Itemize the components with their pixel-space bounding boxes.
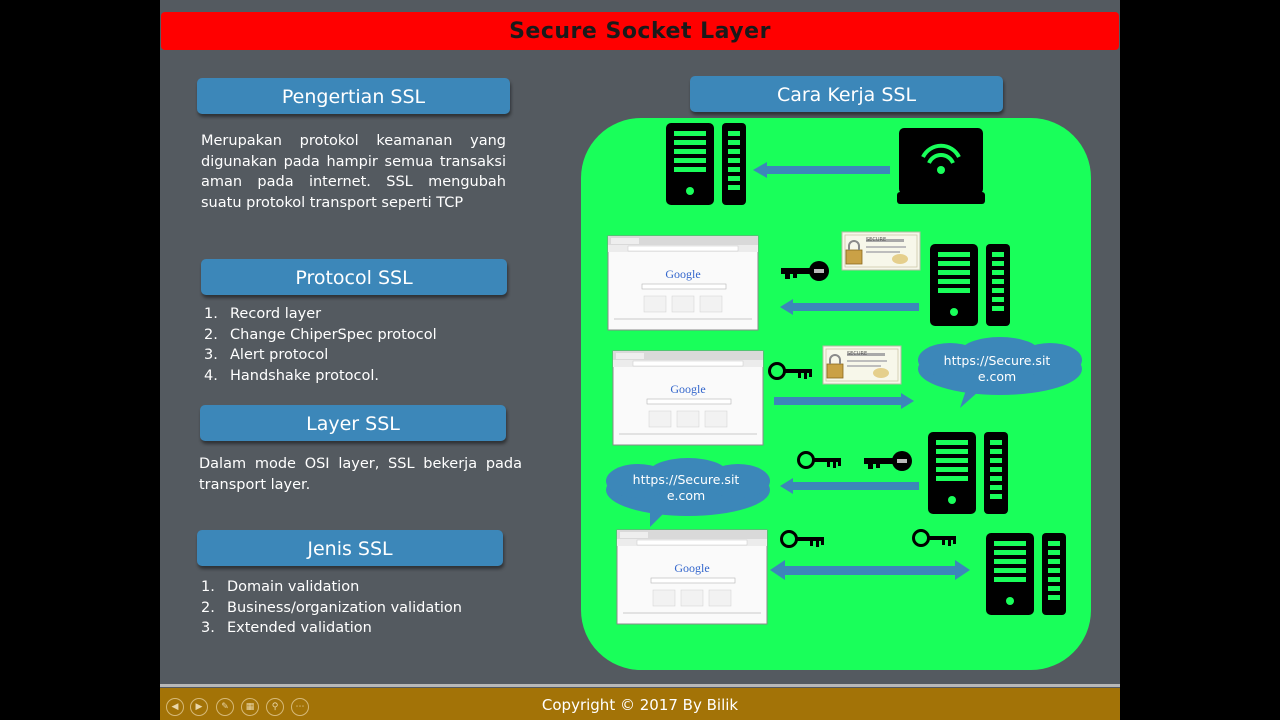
key-icon — [781, 261, 829, 281]
more-icon[interactable]: ⋯ — [291, 698, 309, 716]
previous-icon[interactable]: ◀ — [166, 698, 184, 716]
speech-cloud-icon — [606, 458, 770, 527]
slide-title: Secure Socket Layer — [161, 12, 1119, 50]
svg-text:SECURE: SECURE — [847, 351, 867, 357]
list-item: 2.Change ChiperSpec protocol — [204, 326, 437, 343]
pengertian-text: Merupakan protokol keamanan yang digunak… — [201, 133, 506, 211]
svg-text:Google: Google — [674, 561, 709, 575]
protocol-heading: Protocol SSL — [201, 259, 507, 295]
jenis-list: 1.Domain validation 2.Business/organizat… — [201, 577, 462, 639]
copyright-text: Copyright © 2017 By Bilik — [541, 696, 739, 714]
server-icon — [986, 533, 1066, 615]
key-icon — [768, 362, 814, 381]
browser-window-icon: Google — [612, 350, 764, 446]
svg-text:SECURE: SECURE — [866, 237, 886, 243]
footer-bar: Copyright © 2017 By Bilik ◀ ▶ ✎ ▦ ⚲ ⋯ — [160, 688, 1120, 720]
certificate-icon: SECURE — [841, 231, 921, 271]
server-icon — [930, 244, 1010, 326]
browser-window-icon: Google — [616, 529, 768, 625]
server-icon — [928, 432, 1008, 514]
footer-divider — [160, 684, 1120, 687]
slide: Secure Socket Layer Pengertian SSL Merup… — [160, 0, 1120, 720]
pen-icon[interactable]: ✎ — [216, 698, 234, 716]
svg-text:Google: Google — [665, 267, 700, 281]
slides-icon[interactable]: ▦ — [241, 698, 259, 716]
arrow-icon — [753, 162, 890, 178]
list-item: 3.Alert protocol — [204, 347, 329, 363]
laptop-wifi-icon — [897, 128, 985, 204]
key-icon — [864, 451, 912, 471]
certificate-icon: SECURE — [822, 345, 902, 385]
layer-heading: Layer SSL — [200, 405, 506, 441]
jenis-heading: Jenis SSL — [197, 530, 503, 566]
pengertian-heading: Pengertian SSL — [197, 78, 510, 114]
browser-window-icon: Google — [607, 235, 759, 331]
speech-cloud-icon — [918, 337, 1082, 408]
key-icon — [780, 530, 826, 549]
arrow-icon — [770, 560, 970, 580]
list-item: 4.Handshake protocol. — [204, 367, 379, 384]
svg-text:Google: Google — [670, 382, 705, 396]
list-item: 3.Extended validation — [201, 620, 372, 636]
layer-text: Dalam mode OSI layer, SSL bekerja pada t… — [199, 456, 522, 493]
key-icon — [797, 451, 843, 470]
zoom-icon[interactable]: ⚲ — [266, 698, 284, 716]
arrow-icon — [780, 478, 919, 494]
list-item: 2.Business/organization validation — [201, 599, 462, 616]
next-icon[interactable]: ▶ — [190, 698, 208, 716]
protocol-list: 1.Record layer 2.Change ChiperSpec proto… — [204, 304, 437, 386]
ssl-diagram: Google SECURE Google SECURE — [606, 123, 1082, 625]
list-item: 1.Domain validation — [201, 579, 360, 595]
arrow-icon — [774, 393, 914, 409]
server-icon — [666, 123, 746, 205]
key-icon — [912, 529, 958, 548]
arrow-icon — [780, 299, 919, 315]
list-item: 1.Record layer — [204, 306, 322, 322]
cara-kerja-heading: Cara Kerja SSL — [690, 76, 1003, 112]
